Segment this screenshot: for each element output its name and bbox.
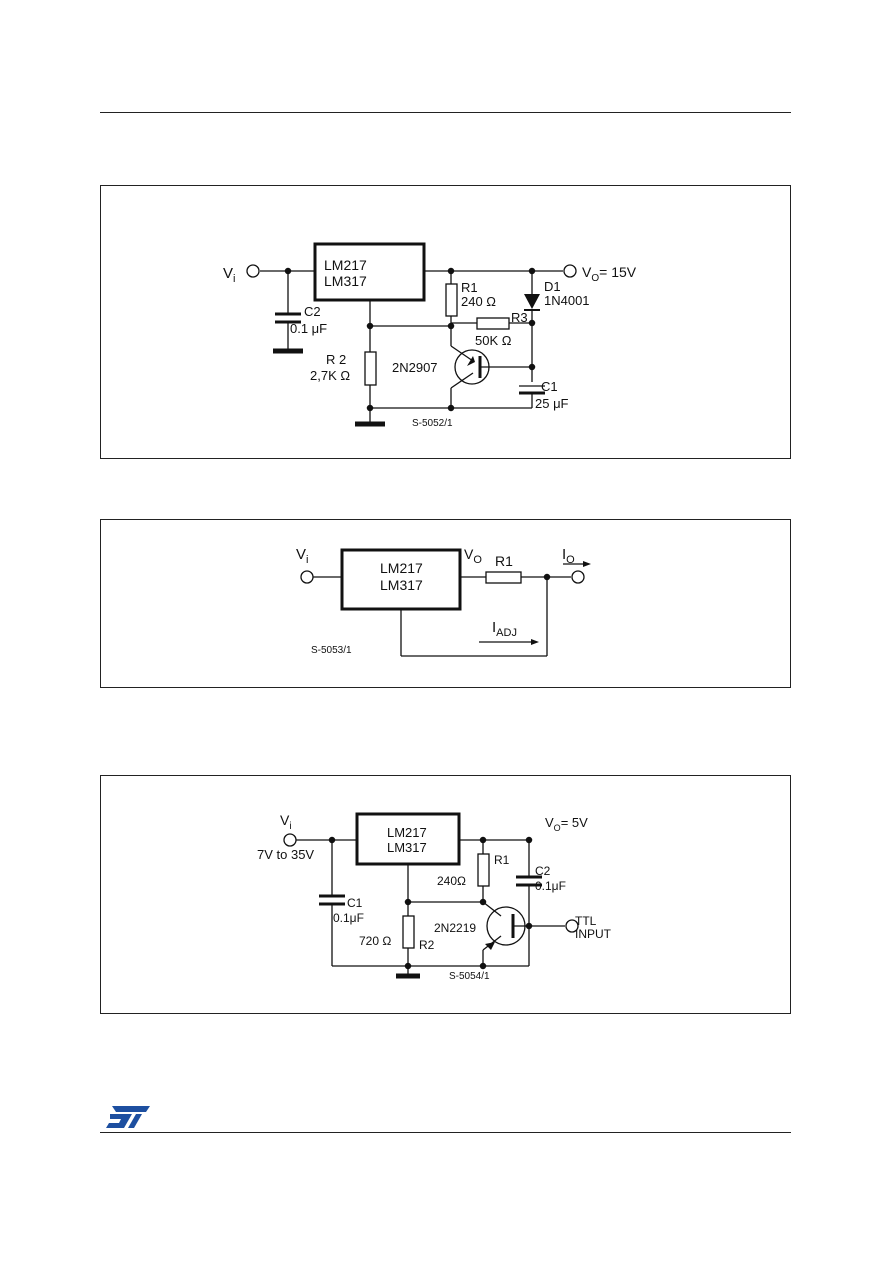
fig1-c1-value: 25 μF bbox=[535, 396, 569, 411]
figure-1-schematic: Vi LM217 LM317 VO= 15V R1 240 Ω D1 1N400… bbox=[223, 242, 637, 429]
fig3-r2-value: 720 Ω bbox=[359, 934, 391, 948]
fig3-code: S-5054/1 bbox=[449, 971, 490, 982]
fig1-vout-label: VO= 15V bbox=[582, 264, 637, 284]
fig1-c1-name: C1 bbox=[541, 379, 558, 394]
fig1-d1-name: D1 bbox=[544, 279, 561, 294]
figure-2-box: Vi LM217 LM317 VO R1 IO IADJ S-5053/1 bbox=[100, 519, 791, 688]
fig3-r2-name: R2 bbox=[419, 938, 435, 952]
fig3-ttl-line1: TTL bbox=[575, 914, 597, 928]
fig1-d1-part: 1N4001 bbox=[544, 293, 590, 308]
fig1-c2-name: C2 bbox=[304, 304, 321, 319]
fig1-q-part: 2N2907 bbox=[392, 360, 438, 375]
st-logo bbox=[106, 1104, 152, 1135]
fig2-io-label: IO bbox=[562, 546, 575, 566]
fig1-r3-value: 50K Ω bbox=[475, 333, 512, 348]
figure-3-schematic: Vi 7V to 35V LM217 LM317 VO= 5V R1 240Ω … bbox=[257, 812, 612, 982]
fig2-vout-label: VO bbox=[464, 546, 482, 566]
figure-1-box: Vi LM217 LM317 VO= 15V R1 240 Ω D1 1N400… bbox=[100, 185, 791, 459]
fig1-r2-name: R 2 bbox=[326, 352, 346, 367]
fig1-r3-name: R3 bbox=[511, 310, 528, 325]
diode-d1 bbox=[524, 294, 540, 309]
fig3-reg-line2: LM317 bbox=[387, 840, 427, 855]
fig2-reg-line2: LM317 bbox=[380, 577, 423, 593]
fig1-reg-line1: LM217 bbox=[324, 257, 367, 273]
fig1-reg-line2: LM317 bbox=[324, 273, 367, 289]
fig3-vout-label: VO= 5V bbox=[545, 815, 588, 833]
fig1-vin-label: Vi bbox=[223, 265, 235, 285]
fig1-r1-value: 240 Ω bbox=[461, 294, 496, 309]
fig3-c1-value: 0.1μF bbox=[333, 911, 364, 925]
fig3-q-part: 2N2219 bbox=[434, 921, 476, 935]
fig3-ttl-line2: INPUT bbox=[575, 927, 612, 941]
fig1-r2-value: 2,7K Ω bbox=[310, 368, 350, 383]
fig3-reg-line1: LM217 bbox=[387, 825, 427, 840]
fig2-reg-line1: LM217 bbox=[380, 560, 423, 576]
fig3-vin-label: Vi bbox=[280, 812, 292, 832]
fig3-c2-value: 0.1μF bbox=[535, 879, 566, 893]
header-rule bbox=[100, 112, 791, 113]
fig3-c2-name: C2 bbox=[535, 864, 551, 878]
fig2-code: S-5053/1 bbox=[311, 645, 352, 656]
fig2-r1-name: R1 bbox=[495, 553, 513, 569]
fig1-r1-name: R1 bbox=[461, 280, 478, 295]
fig3-r1-value: 240Ω bbox=[437, 874, 466, 888]
fig3-c1-name: C1 bbox=[347, 896, 363, 910]
figure-2-schematic: Vi LM217 LM317 VO R1 IO IADJ S-5053/1 bbox=[296, 546, 591, 657]
fig1-code: S-5052/1 bbox=[412, 418, 453, 429]
fig1-c2-value: 0.1 μF bbox=[290, 321, 327, 336]
fig3-vin-range: 7V to 35V bbox=[257, 847, 314, 862]
figure-3-box: Vi 7V to 35V LM217 LM317 VO= 5V R1 240Ω … bbox=[100, 775, 791, 1014]
fig2-vin-label: Vi bbox=[296, 546, 308, 566]
fig3-r1-name: R1 bbox=[494, 853, 510, 867]
footer-rule bbox=[100, 1132, 791, 1133]
fig2-iadj-label: IADJ bbox=[492, 619, 517, 639]
